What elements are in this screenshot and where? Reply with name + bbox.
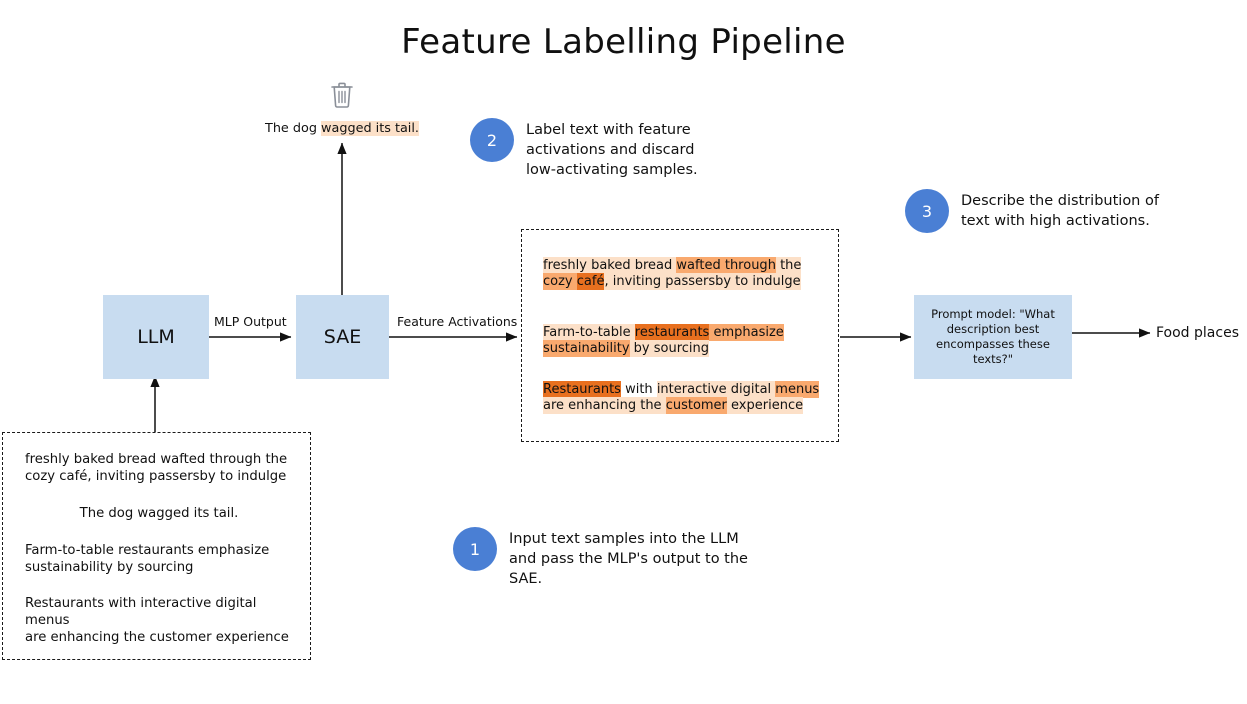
step-3-text: Describe the distribution of text with h…: [961, 193, 1159, 229]
activation-token: Farm-to-table: [543, 324, 635, 341]
edge-label-feature-activations: Feature Activations: [397, 314, 518, 329]
input-sample-item: freshly baked bread wafted through the c…: [25, 452, 288, 484]
activation-token: café: [576, 273, 605, 291]
trash-icon: [329, 80, 355, 110]
activation-token: the: [775, 257, 802, 274]
input-sample-item: The dog wagged its tail.: [79, 505, 239, 521]
activation-line: sustainability by sourcing: [543, 340, 843, 358]
activation-line: are enhancing the customer experience: [543, 397, 843, 415]
step-2: 2 Label text with feature activations an…: [470, 118, 730, 180]
step-3: 3 Describe the distribution of text with…: [905, 189, 1195, 233]
node-sae[interactable]: SAE: [296, 295, 389, 379]
page-title: Feature Labelling Pipeline: [401, 22, 846, 62]
activation-sample-3: Restaurants with interactive digital men…: [543, 381, 843, 415]
input-sample-item: Restaurants with interactive digital men…: [25, 596, 289, 646]
activation-samples-container: [521, 229, 839, 442]
node-llm[interactable]: LLM: [103, 295, 209, 379]
step-3-number: 3: [905, 189, 949, 233]
activation-token: emphasize: [709, 324, 784, 341]
activation-line: freshly baked bread wafted through the: [543, 257, 843, 274]
step-1-text: Input text samples into the LLM and pass…: [509, 531, 748, 587]
activation-token: experience: [726, 397, 804, 415]
edge-label-mlp-output: MLP Output: [214, 314, 287, 329]
discarded-sample-text: The dog wagged its tail.: [265, 121, 419, 136]
step-1: 1 Input text samples into the LLM and pa…: [453, 527, 773, 589]
activation-token: sustainability: [543, 340, 630, 358]
activation-token: by sourcing: [629, 340, 710, 358]
activation-token: wagged its tail.: [321, 121, 419, 136]
activation-token: freshly baked bread: [543, 257, 677, 274]
input-samples-container: [2, 432, 311, 660]
node-prompt-model[interactable]: Prompt model: "What description best enc…: [914, 295, 1072, 379]
step-1-number: 1: [453, 527, 497, 571]
activation-line: Restaurants with interactive digital men…: [543, 381, 843, 398]
activation-token: are enhancing the: [543, 397, 666, 415]
activation-line: cozy café, inviting passersby to indulge: [543, 273, 843, 291]
input-sample-item: Farm-to-table restaurants emphasize sust…: [25, 542, 270, 575]
node-sae-label: SAE: [323, 326, 362, 348]
activation-token: wafted through: [676, 257, 776, 274]
step-2-text: Label text with feature activations and …: [526, 122, 698, 178]
activation-token: Restaurants: [543, 381, 621, 398]
activation-token: , inviting passersby to indulge: [604, 273, 801, 291]
activation-token: menus: [775, 381, 820, 398]
node-prompt-model-label: Prompt model: "What description best enc…: [931, 306, 1055, 367]
activation-token: interactive digital: [656, 381, 776, 398]
activation-line: Farm-to-table restaurants emphasize: [543, 324, 843, 341]
input-samples-list: freshly baked bread wafted through the c…: [25, 452, 293, 647]
activation-token: customer: [665, 397, 727, 415]
activation-token: with: [620, 382, 657, 397]
activation-token: The dog: [265, 121, 322, 136]
node-llm-label: LLM: [137, 326, 175, 348]
output-label: Food places: [1156, 325, 1239, 341]
activation-token: restaurants: [634, 324, 710, 341]
step-2-number: 2: [470, 118, 514, 162]
activation-token: cozy: [543, 273, 577, 291]
